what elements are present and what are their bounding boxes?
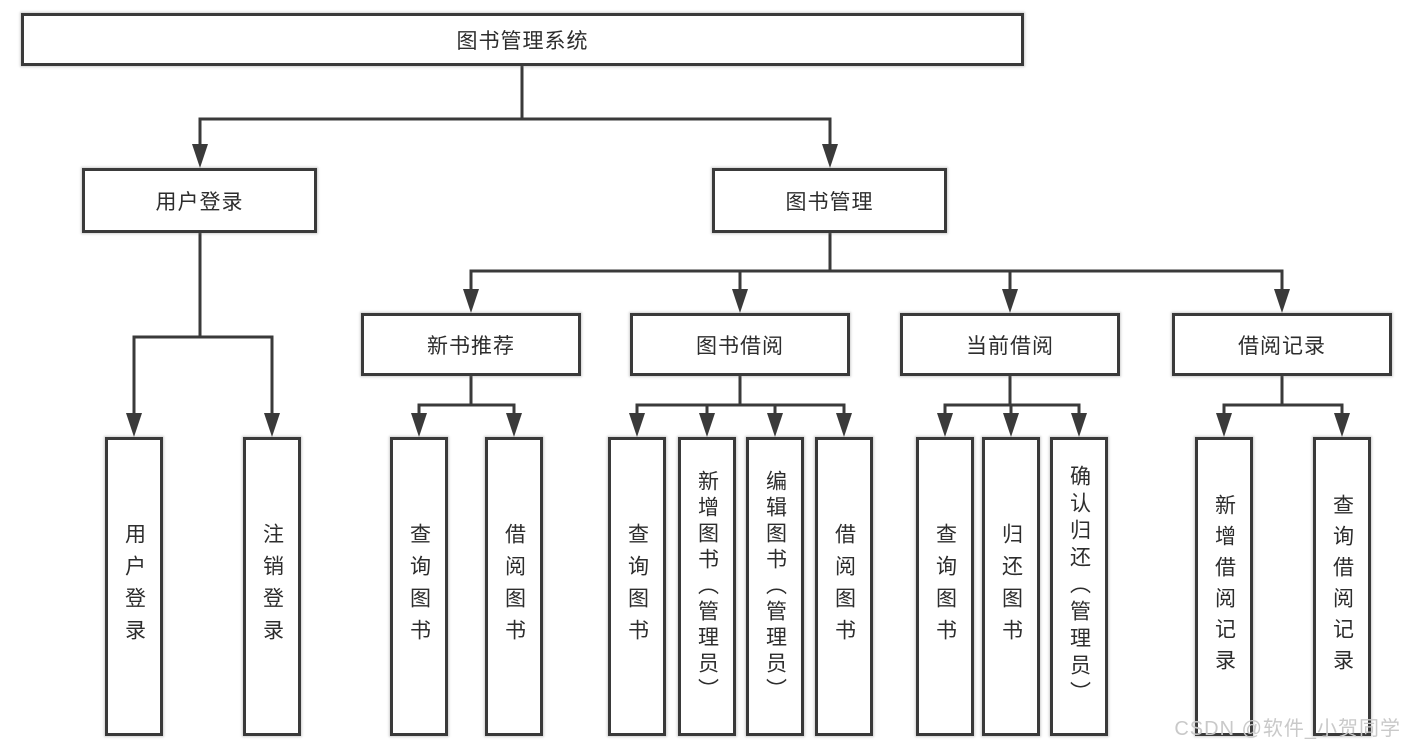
node-confirm-return-admin: 确认归还（管理员） [1050,437,1108,736]
node-label: 编辑图书（管理员） [763,469,787,704]
node-label: 归还图书 [999,522,1023,651]
node-label: 用户登录 [122,522,146,651]
node-edit-books-admin: 编辑图书（管理员） [746,437,804,736]
node-label: 借阅图书 [832,522,856,651]
csdn-watermark: CSDN @软件_小贺同学 [1174,718,1401,740]
node-label: 查询图书 [625,522,649,651]
node-label: 注销登录 [260,522,284,651]
node-label: 借阅图书 [502,522,526,651]
node-label: 新增图书（管理员） [695,469,719,704]
node-query-books-borrowing: 查询图书 [608,437,666,736]
node-label: 确认归还（管理员） [1067,465,1091,708]
node-new-book-recommend: 新书推荐 [361,313,581,376]
node-label: 新增借阅记录 [1212,493,1236,680]
node-add-books-admin: 新增图书（管理员） [678,437,736,736]
node-query-books-recommend: 查询图书 [390,437,448,736]
node-library-system: 图书管理系统 [21,13,1024,66]
node-logout-leaf: 注销登录 [243,437,301,736]
node-label: 查询图书 [933,522,957,651]
arrowheads [126,144,1350,437]
node-label: 查询图书 [407,522,431,651]
node-book-borrowing: 图书借阅 [630,313,850,376]
node-label: 查询借阅记录 [1330,493,1354,680]
node-return-books: 归还图书 [982,437,1040,736]
node-query-borrow-record: 查询借阅记录 [1313,437,1371,736]
node-borrowing-records: 借阅记录 [1172,313,1392,376]
node-query-books-current: 查询图书 [916,437,974,736]
node-book-management: 图书管理 [712,168,947,233]
node-current-borrowing: 当前借阅 [900,313,1120,376]
node-user-login-leaf: 用户登录 [105,437,163,736]
node-add-borrow-record: 新增借阅记录 [1195,437,1253,736]
node-user-login: 用户登录 [82,168,317,233]
node-borrow-books-recommend: 借阅图书 [485,437,543,736]
node-borrow-books-borrowing: 借阅图书 [815,437,873,736]
